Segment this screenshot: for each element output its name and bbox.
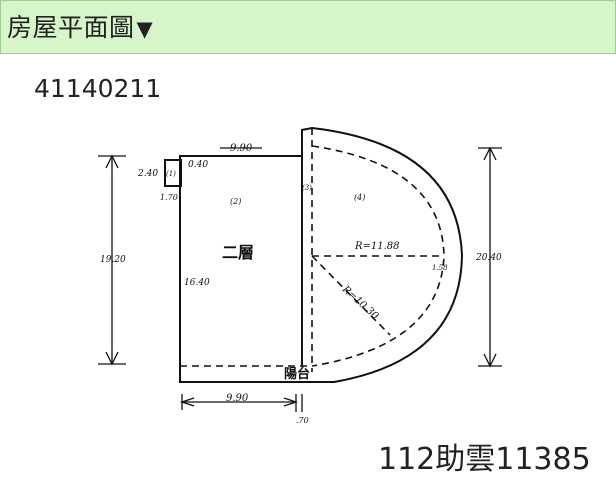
side-small-label: 1.58 [432,264,448,272]
notch-width-label: 0.40 [188,160,208,170]
outer-radius-label: R=11.88 [354,241,400,252]
bottom-small-label: .70 [296,416,309,425]
notch-area-label: (1) [166,170,176,178]
notch-height-label: 2.40 [137,169,158,179]
section-title: 房屋平面圖▼ [7,13,154,42]
balcony-label: 陽台 [284,366,310,382]
right-height-label: 20.40 [475,253,502,263]
dashed-radius-inner [311,255,391,336]
notch-box [164,159,182,187]
document-number: 41140211 [34,74,162,103]
inner-radius-label: R=10.30 [339,283,381,322]
floor-label: 二層 [222,243,254,262]
room-label-3: (3) [302,184,312,192]
room-label-2: (2) [230,197,241,206]
notch-small-label: 1.70 [160,193,178,202]
collapse-arrow-icon[interactable]: ▼ [136,17,154,41]
left-height-label: 19.20 [100,255,126,265]
room-label-4: (4) [354,193,365,202]
permit-number: 112助雲11385 [378,442,591,477]
dashed-arc [311,145,445,367]
top-width-label: 9.90 [230,143,253,154]
building-outline [179,126,464,383]
bottom-width-label: 9.90 [226,393,249,404]
wall-height-label: 16.40 [184,278,210,288]
section-header[interactable]: 房屋平面圖▼ [0,0,616,54]
